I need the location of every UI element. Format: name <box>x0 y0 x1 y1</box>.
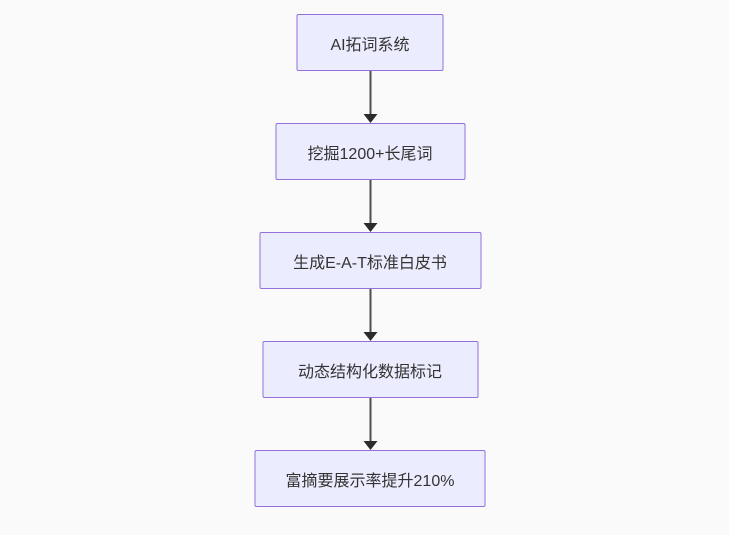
edge-arrow-2 <box>363 180 377 232</box>
arrow-head-icon <box>363 114 377 123</box>
edge-arrow-3 <box>363 289 377 341</box>
arrow-head-icon <box>363 332 377 341</box>
flow-node-label: 生成E-A-T标准白皮书 <box>293 254 447 272</box>
flow-node-longtail-mining: 挖掘1200+长尾词 <box>275 123 465 180</box>
flow-node-label: AI拓词系统 <box>330 36 410 54</box>
edge-arrow-4 <box>363 398 377 450</box>
flow-node-structured-data-markup: 动态结构化数据标记 <box>262 341 478 398</box>
flow-node-label: 挖掘1200+长尾词 <box>307 145 433 163</box>
flow-node-label: 富摘要展示率提升210% <box>285 472 455 490</box>
flow-node-eat-whitepaper: 生成E-A-T标准白皮书 <box>259 232 481 289</box>
flow-node-ai-keyword-system: AI拓词系统 <box>296 14 444 71</box>
arrow-line <box>369 71 371 115</box>
flowchart: AI拓词系统 挖掘1200+长尾词 生成E-A-T标准白皮书 动态结构化数据标记… <box>254 14 486 507</box>
arrow-line <box>369 398 371 442</box>
flow-node-label: 动态结构化数据标记 <box>297 363 442 381</box>
edge-arrow-1 <box>363 71 377 123</box>
arrow-head-icon <box>363 441 377 450</box>
arrow-line <box>369 289 371 333</box>
arrow-head-icon <box>363 223 377 232</box>
flow-node-rich-snippet-result: 富摘要展示率提升210% <box>254 450 486 507</box>
arrow-line <box>369 180 371 224</box>
